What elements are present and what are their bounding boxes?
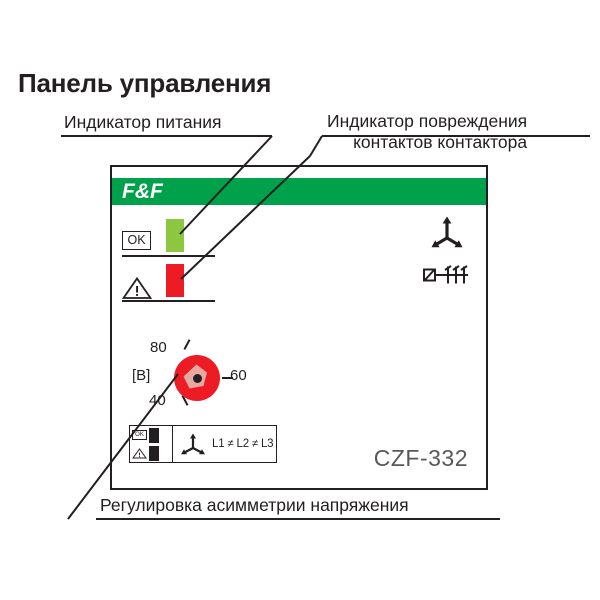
callout-fault-line2: контактов контактора <box>353 132 528 152</box>
callout-asymmetry-adjust: Регулировка асимметрии напряжения <box>100 495 409 515</box>
ok-box-icon: OK <box>122 231 152 253</box>
legend-condition-text: L1 ≠ L2 ≠ L3 <box>212 438 274 450</box>
legend-warning-triangle-icon <box>132 447 147 458</box>
knob-tick-max <box>183 339 191 350</box>
indicator-underline <box>122 254 215 257</box>
legend-state-warn <box>132 445 170 461</box>
model-number: CZF-332 <box>373 445 468 471</box>
knob-scale-mid: 60 <box>230 367 247 384</box>
callout-fault-indicator: Индикатор повреждения контактов контакто… <box>327 111 527 153</box>
legend-states: OK <box>130 426 173 462</box>
callout-power-indicator: Индикатор питания <box>64 112 222 132</box>
knob-unit-label: [B] <box>132 367 151 384</box>
legend-condition: L1 ≠ L2 ≠ L3 <box>173 426 276 462</box>
warning-triangle-icon <box>121 276 153 299</box>
leader-line-fault-kink <box>309 135 323 157</box>
knob-scale-min: 40 <box>149 392 166 409</box>
indicator-underline <box>122 299 215 302</box>
led-fault-red <box>166 264 184 297</box>
knob-tick-mid <box>222 377 233 379</box>
contactor-contacts-icon <box>423 265 468 284</box>
brand-logo: F&F <box>122 179 163 203</box>
legend-ok-icon: OK <box>132 430 147 440</box>
legend-warn-bar <box>149 445 159 461</box>
knob-center-dot <box>192 373 202 383</box>
legend-ok-bar <box>149 427 159 443</box>
three-phase-star-icon <box>431 216 463 248</box>
callout-fault-line1: Индикатор повреждения <box>327 111 528 131</box>
three-phase-star-icon <box>181 433 205 455</box>
asymmetry-knob-assembly: [B] 80 40 60 <box>132 337 307 417</box>
legend-state-ok: OK <box>132 427 170 443</box>
legend-box: OK <box>129 425 278 463</box>
brand-bar <box>112 178 486 205</box>
indicator-row-fault <box>121 262 262 302</box>
asymmetry-adjust-knob[interactable] <box>174 355 220 401</box>
knob-scale-max: 80 <box>150 339 167 356</box>
device-panel: F&F OK <box>110 165 488 490</box>
warning-triangle-svg <box>121 276 153 299</box>
indicator-row-ok: OK <box>122 217 262 257</box>
ok-box-label: OK <box>122 231 151 250</box>
page-title: Панель управления <box>18 68 272 98</box>
led-power-green <box>166 219 184 252</box>
